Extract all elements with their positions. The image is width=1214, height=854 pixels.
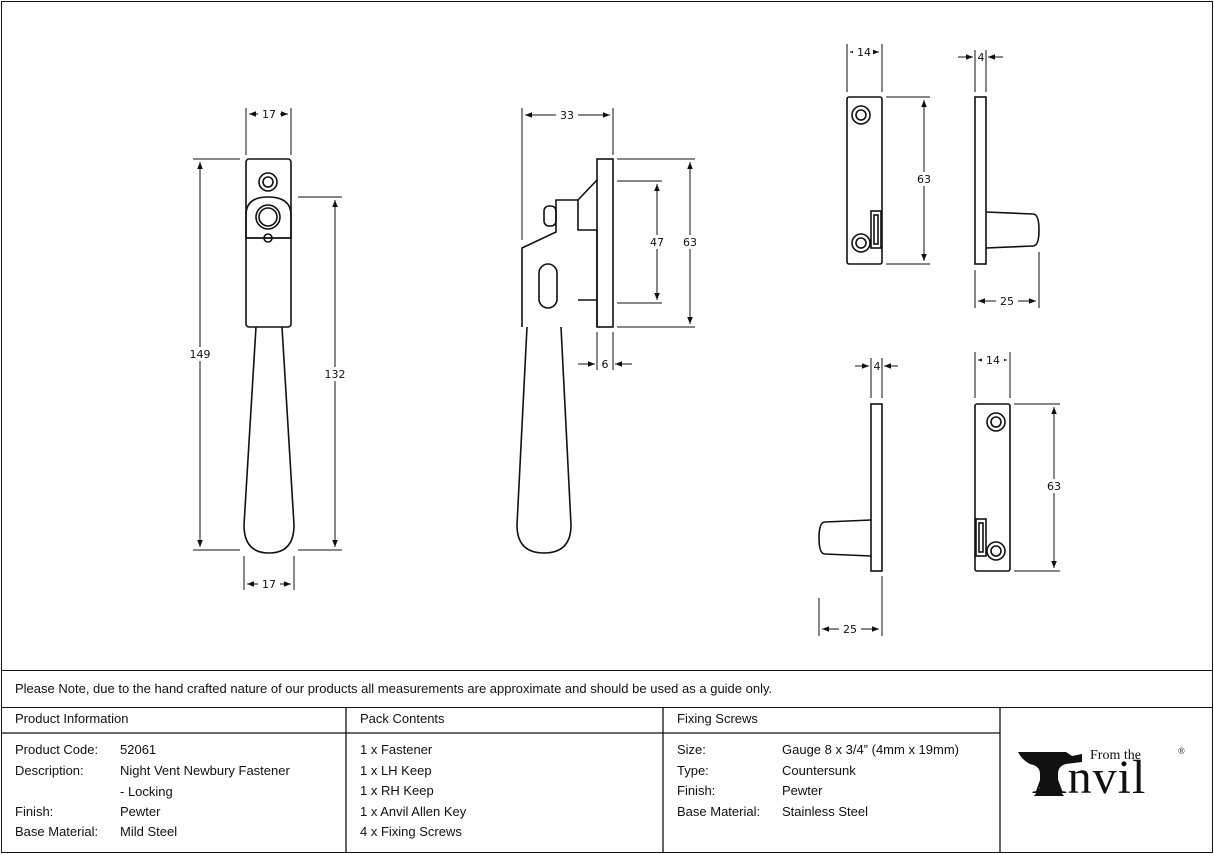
- pack-contents-item: 4 x Fixing Screws: [360, 824, 462, 839]
- product-info-value: Pewter: [120, 804, 161, 819]
- fastener-side-view: [516, 158, 614, 554]
- dimension-labels: 17 17 149 132 33 63 47 6 14 63 4 25 4 14: [187, 45, 1065, 636]
- logo-brand: Anvil: [1032, 751, 1147, 804]
- dim-lh-plate-width: 14: [857, 46, 871, 59]
- fixing-screws-label: Type:: [677, 763, 709, 778]
- dim-plate-thickness: 6: [602, 358, 609, 371]
- product-info-value: - Locking: [120, 784, 173, 799]
- fixing-screws-value: Stainless Steel: [782, 804, 868, 819]
- pack-contents-item: 1 x Fastener: [360, 742, 433, 757]
- dim-rh-height: 63: [1047, 480, 1061, 493]
- product-info-label: Finish:: [15, 804, 54, 819]
- fixing-screws-value: Countersunk: [782, 763, 856, 778]
- measurement-note: Please Note, due to the hand crafted nat…: [15, 681, 773, 696]
- dim-plate-height: 63: [683, 236, 697, 249]
- fixing-screws-value: Gauge 8 x 3/4” (4mm x 19mm): [782, 742, 959, 757]
- pack-contents-heading: Pack Contents: [360, 711, 445, 726]
- anvil-logo-mark: [1018, 752, 1082, 796]
- rh-keep-side-view: [818, 403, 883, 572]
- product-info-label: Base Material:: [15, 824, 99, 839]
- dimension-lines: [193, 108, 342, 590]
- rh-keep-front-view: [974, 403, 1011, 572]
- dim-overall-height: 149: [190, 348, 211, 361]
- fixing-screws-label: Finish:: [677, 783, 716, 798]
- product-info-value: Mild Steel: [120, 824, 178, 839]
- fixing-screws-label: Size:: [677, 742, 706, 757]
- logo-registered: ®: [1178, 746, 1185, 756]
- fastener-front-view: [243, 158, 295, 554]
- anvil-logo: From the ® Anvil: [1012, 740, 1202, 810]
- dim-lh-thickness: 4: [978, 51, 985, 64]
- dim-hole-spacing: 47: [650, 236, 664, 249]
- pack-contents-item: 1 x RH Keep: [360, 783, 434, 798]
- dimension-lines: [521, 108, 695, 370]
- product-info-heading: Product Information: [15, 711, 129, 726]
- info-table-border: [1, 707, 1213, 853]
- dim-lh-projection: 25: [1000, 295, 1014, 308]
- pack-contents-item: 1 x Anvil Allen Key: [360, 804, 467, 819]
- product-info-label: Product Code:: [15, 742, 99, 757]
- fixing-screws-label: Base Material:: [677, 804, 761, 819]
- dim-rh-thickness: 4: [874, 360, 881, 373]
- product-info-value: 52061: [120, 742, 157, 757]
- product-info-value: Night Vent Newbury Fastener: [120, 763, 290, 778]
- fixing-screws-value: Pewter: [782, 783, 823, 798]
- dim-rh-plate-width: 14: [986, 354, 1000, 367]
- logo-from-the: From the: [1090, 748, 1141, 763]
- dimension-lines: [818, 352, 1060, 636]
- lh-keep-front-view: [846, 96, 883, 265]
- product-info-label: Description:: [15, 763, 84, 778]
- fixing-screws-heading: Fixing Screws: [677, 711, 758, 726]
- dim-top-width: 17: [262, 108, 276, 121]
- pack-contents-item: 1 x LH Keep: [360, 763, 432, 778]
- dim-lower-height: 132: [325, 368, 346, 381]
- lh-keep-side-view: [974, 96, 1040, 265]
- dim-lh-height: 63: [917, 173, 931, 186]
- dim-rh-projection: 25: [843, 623, 857, 636]
- dim-side-depth: 33: [560, 109, 574, 122]
- dim-bottom-width: 17: [262, 578, 276, 591]
- dimension-lines: [846, 44, 1040, 308]
